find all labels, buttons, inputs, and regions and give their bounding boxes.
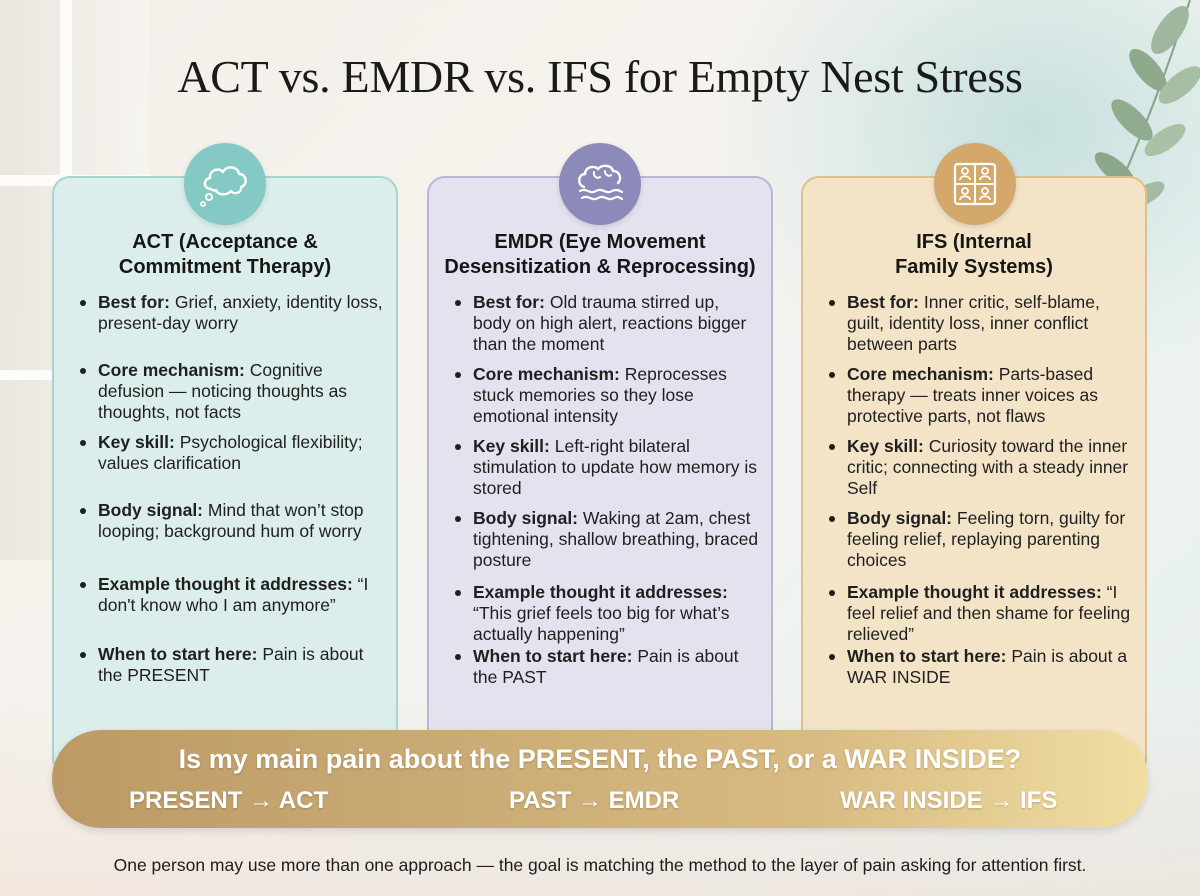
list-item: Core mechanism: Parts-based therapy — tr… xyxy=(827,364,1133,436)
list-item: Key skill: Left-right bilateral stimulat… xyxy=(453,436,759,508)
card-ifs-title: IFS (Internal Family Systems) xyxy=(895,231,1053,278)
footnote: One person may use more than one approac… xyxy=(113,855,1087,875)
banner-question: Is my main pain about the PRESENT, the P… xyxy=(178,744,1022,774)
list-item: Example thought it addresses: “I don't k… xyxy=(78,574,384,644)
card-ifs: IFS (Internal Family Systems) Best for: … xyxy=(801,176,1147,776)
list-item: Body signal: Feeling torn, guilty for fe… xyxy=(827,508,1133,582)
banner-answer-ifs: WAR INSIDE → IFS xyxy=(840,787,1058,814)
card-act: ACT (Acceptance & Commitment Therapy) Be… xyxy=(52,176,398,776)
card-emdr-title: EMDR (Eye Movement Desensitization & Rep… xyxy=(444,231,756,278)
list-item: Body signal: Waking at 2am, chest tighte… xyxy=(453,508,759,582)
decision-banner: Is my main pain about the PRESENT, the P… xyxy=(52,730,1148,828)
page-title: ACT vs. EMDR vs. IFS for Empty Nest Stre… xyxy=(177,51,1023,102)
card-ifs-bullets: Best for: Inner critic, self-blame, guil… xyxy=(827,292,1133,688)
puzzle-people-icon xyxy=(934,143,1016,225)
list-item: Core mechanism: Reprocesses stuck memori… xyxy=(453,364,759,436)
thought-bubble-icon xyxy=(184,143,266,225)
list-item: Core mechanism: Cognitive defusion — not… xyxy=(78,360,384,432)
list-item: Example thought it addresses: “This grie… xyxy=(453,582,759,646)
banner-answer-act: PRESENT → ACT xyxy=(129,787,329,814)
card-emdr-bullets: Best for: Old trauma stirred up, body on… xyxy=(453,292,759,688)
list-item: Best for: Grief, anxiety, identity loss,… xyxy=(78,292,384,360)
list-item: When to start here: Pain is about the PA… xyxy=(453,646,759,688)
list-item: When to start here: Pain is about a WAR … xyxy=(827,646,1133,688)
list-item: Key skill: Curiosity toward the inner cr… xyxy=(827,436,1133,508)
card-act-title: ACT (Acceptance & Commitment Therapy) xyxy=(118,231,332,278)
card-emdr: EMDR (Eye Movement Desensitization & Rep… xyxy=(427,176,773,776)
card-act-bullets: Best for: Grief, anxiety, identity loss,… xyxy=(78,292,384,686)
banner-answer-emdr: PAST → EMDR xyxy=(509,787,680,814)
list-item: Best for: Old trauma stirred up, body on… xyxy=(453,292,759,364)
brain-waves-icon xyxy=(559,143,641,225)
list-item: Example thought it addresses: “I feel re… xyxy=(827,582,1133,646)
list-item: Best for: Inner critic, self-blame, guil… xyxy=(827,292,1133,364)
list-item: Body signal: Mind that won’t stop loopin… xyxy=(78,500,384,574)
list-item: When to start here: Pain is about the PR… xyxy=(78,644,384,686)
list-item: Key skill: Psychological flexibility; va… xyxy=(78,432,384,500)
